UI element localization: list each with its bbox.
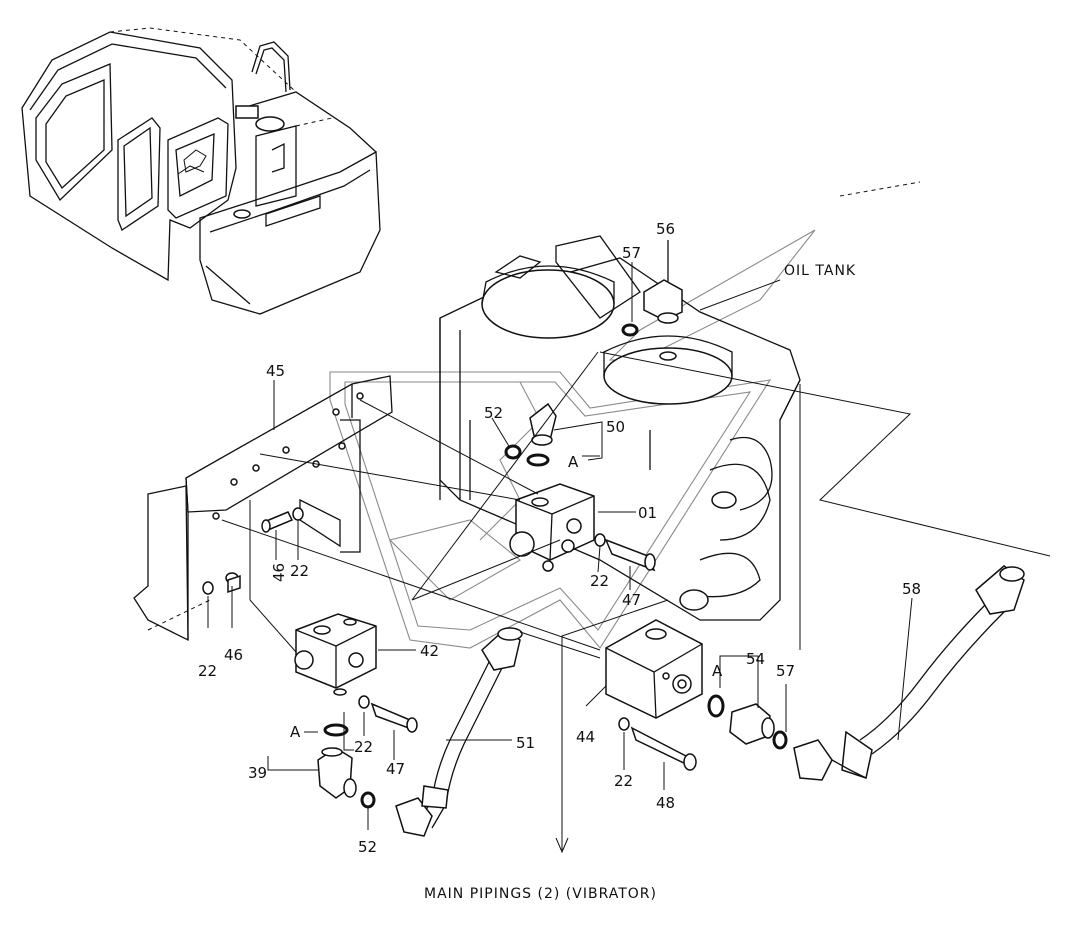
callout-a-left: A xyxy=(290,723,301,741)
bracket-45 xyxy=(133,375,393,642)
callout-a-right: A xyxy=(712,662,723,680)
callout-22-c: 22 xyxy=(198,662,217,680)
callout-47-a: 47 xyxy=(622,591,641,609)
fitting-54 xyxy=(729,703,775,745)
leader-lines xyxy=(207,181,1051,854)
callout-52-bottom: 52 xyxy=(358,838,377,856)
callout-57-top: 57 xyxy=(622,244,641,262)
excavator-overview xyxy=(21,27,381,315)
callout-42: 42 xyxy=(420,642,439,660)
callout-22-a: 22 xyxy=(290,562,309,580)
callout-a-top: A xyxy=(568,453,579,471)
callout-46-b: 46 xyxy=(224,646,243,664)
callout-56: 56 xyxy=(656,220,675,238)
elbow-39 xyxy=(317,747,357,799)
block-44 xyxy=(605,619,703,719)
callout-22-e: 22 xyxy=(614,772,633,790)
oil-tank xyxy=(439,235,801,621)
callouts: 56 57 OIL TANK 45 52 50 A 01 46 22 22 47… xyxy=(198,220,921,856)
oil-tank-label: OIL TANK xyxy=(784,263,856,279)
callout-46-a: 46 xyxy=(270,563,288,582)
hose-51 xyxy=(395,627,523,837)
diagram-title: MAIN PIPINGS (2) (VIBRATOR) xyxy=(424,886,657,902)
callout-52-top: 52 xyxy=(484,404,503,422)
valve-01 xyxy=(509,402,595,572)
callout-48: 48 xyxy=(656,794,675,812)
callout-51: 51 xyxy=(516,734,535,752)
elbow-56 xyxy=(643,240,683,324)
callout-54: 54 xyxy=(746,650,765,668)
hose-58 xyxy=(793,565,1025,781)
callout-44: 44 xyxy=(576,728,595,746)
callout-45: 45 xyxy=(266,362,285,380)
callout-47-b: 47 xyxy=(386,760,405,778)
callout-01: 01 xyxy=(638,504,657,522)
o-rings xyxy=(323,323,788,809)
callout-39: 39 xyxy=(248,764,267,782)
callout-58: 58 xyxy=(902,580,921,598)
callout-57-right: 57 xyxy=(776,662,795,680)
block-42 xyxy=(294,613,377,696)
callout-22-b: 22 xyxy=(590,572,609,590)
fasteners xyxy=(202,507,697,771)
callout-22-d: 22 xyxy=(354,738,373,756)
callout-50: 50 xyxy=(606,418,625,436)
